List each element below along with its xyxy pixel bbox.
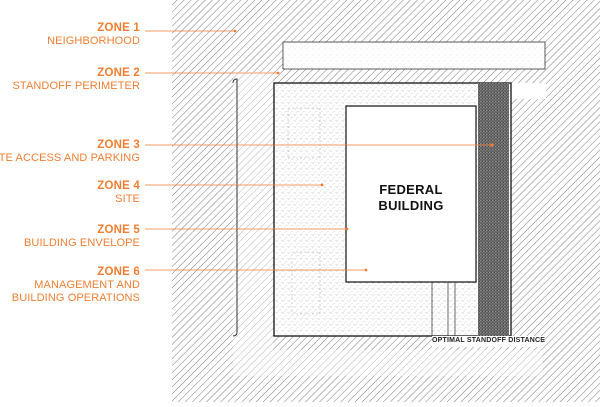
zone-title: ZONE 5 <box>97 224 140 236</box>
zone-description: MANAGEMENT AND <box>34 279 140 291</box>
access-strip <box>478 83 509 336</box>
building-label-line: FEDERAL <box>379 182 443 197</box>
zone-title: ZONE 3 <box>97 139 140 151</box>
federal-building <box>345 105 477 283</box>
zone-title: ZONE 1 <box>97 22 140 34</box>
zone-description: NEIGHBORHOOD <box>47 35 140 47</box>
zone-description: BUILDING OPERATIONS <box>11 292 140 304</box>
zone-4-label: ZONE 4 SITE <box>97 180 140 206</box>
building-label-line: BUILDING <box>378 198 444 213</box>
zone-title: ZONE 6 <box>97 266 140 278</box>
zone-title: ZONE 2 <box>97 67 140 79</box>
zone-description: BUILDING ENVELOPE <box>23 237 140 249</box>
zone-5-label: ZONE 5 BUILDING ENVELOPE <box>24 224 140 250</box>
zone-title: ZONE 4 <box>97 180 140 192</box>
zone-6-label: ZONE 6 MANAGEMENT AND BUILDING OPERATION… <box>12 266 140 305</box>
zone-description: SITE ACCESS AND PARKING <box>0 152 140 164</box>
building-label: FEDERAL BUILDING <box>346 182 476 214</box>
zone-2-label: ZONE 2 STANDOFF PERIMETER <box>13 67 141 93</box>
zone-description: SITE <box>115 193 140 205</box>
zone-description: STANDOFF PERIMETER <box>12 80 140 92</box>
standoff-distance-label: OPTIMAL STANDOFF DISTANCE <box>432 337 546 344</box>
zone-1-label: ZONE 1 NEIGHBORHOOD <box>47 22 140 48</box>
zone-3-label: ZONE 3 SITE ACCESS AND PARKING <box>0 139 140 165</box>
